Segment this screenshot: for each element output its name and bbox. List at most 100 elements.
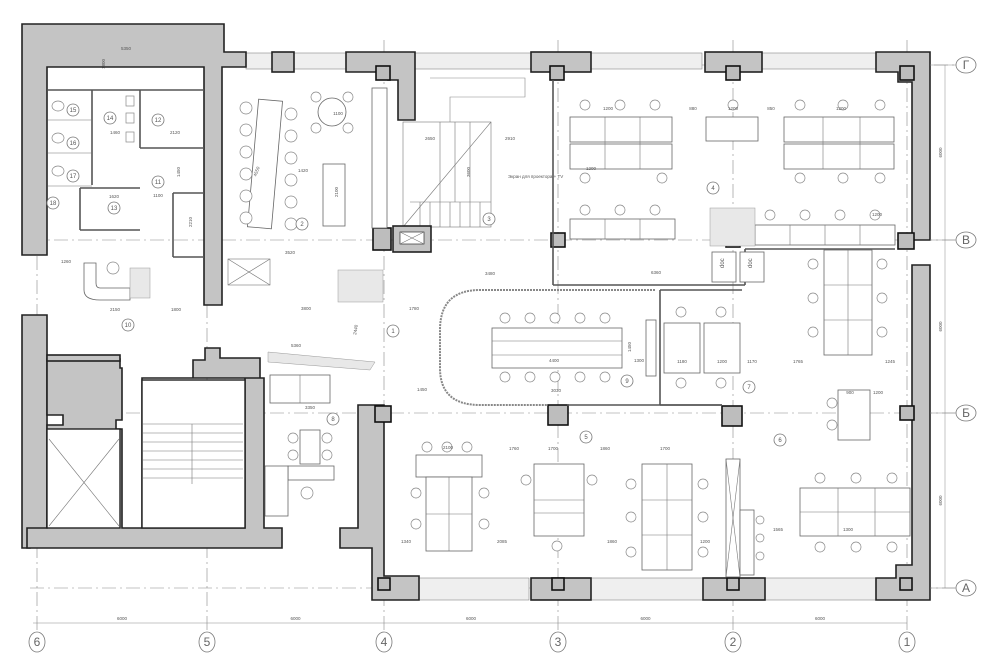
dimension-label: 1200 [873, 390, 884, 395]
dimension-label: 2210 [188, 216, 193, 227]
restrooms [48, 95, 135, 187]
axis-marker-2: 2 [724, 631, 742, 653]
room-8-furniture [264, 351, 376, 517]
walls [21, 23, 931, 601]
room-number: 8 [331, 417, 335, 423]
doc-cabinets: doc doc Экран для проектора + TV [508, 174, 754, 268]
dimension-label: 1760 [509, 446, 520, 451]
conference-table [491, 312, 657, 383]
axis-marker-5: 5 [198, 631, 216, 653]
axis-marker-А: А [930, 579, 977, 597]
axis-marker-В: В [930, 231, 977, 249]
axis-spacing-label: 6000 [938, 321, 943, 332]
dimension-label: 1300 [634, 358, 645, 363]
room-number: 3 [487, 217, 491, 223]
reception-desk [83, 261, 151, 301]
room-number: 10 [125, 323, 132, 329]
axis-label: 4 [381, 635, 388, 649]
room-number: 11 [155, 180, 162, 186]
dimension-label: 1450 [176, 166, 181, 177]
axis-label: 3 [555, 635, 562, 649]
dimension-label: 1700 [548, 446, 559, 451]
room-number: 13 [111, 206, 118, 212]
conference-room-outline [439, 289, 655, 406]
dimension-label: 1800 [171, 307, 182, 312]
axis-marker-Б: Б [930, 404, 977, 422]
dimension-label: 3480 [485, 271, 496, 276]
dimension-label: 1450 [417, 387, 428, 392]
dimension-label: 2085 [497, 539, 508, 544]
dimension-label: 2150 [110, 307, 121, 312]
dimension-label: 1420 [298, 168, 309, 173]
room-7-desks [663, 306, 741, 389]
columns [372, 65, 915, 591]
dimension-label: 1200 [603, 106, 614, 111]
doc-label-1: doc [720, 258, 726, 268]
dimension-label: 1200 [586, 166, 597, 171]
internal-staircase [392, 77, 526, 253]
axis-marker-3: 3 [549, 631, 567, 653]
dimension-label: 1450 [627, 341, 632, 352]
dimension-label: 1200 [717, 359, 728, 364]
dimension-label: 1245 [885, 359, 896, 364]
room-bubble: 10 [121, 318, 135, 332]
dimension-label: 1620 [109, 194, 120, 199]
dimension-label: 1260 [61, 259, 72, 264]
room-bubble: 12 [151, 113, 165, 127]
room-bubble: 6 [773, 433, 787, 447]
dimension-label: 1170 [747, 359, 757, 364]
room-number: 7 [747, 385, 751, 391]
dimension-label: 880 [689, 106, 697, 111]
axis-label: 2 [730, 635, 737, 649]
dimension-label: 3600 [466, 166, 471, 177]
dimension-label: 1180 [677, 359, 687, 364]
room-bubble: 8 [326, 412, 340, 426]
room-number: 18 [50, 201, 57, 207]
screen-note: Экран для проектора + TV [508, 174, 563, 179]
axis-spacing-label: 6000 [938, 147, 943, 158]
dimension-label: 1200 [836, 106, 847, 111]
room-number: 12 [155, 118, 162, 124]
dimension-label: 4400 [549, 358, 560, 363]
room-bubble: 9 [620, 374, 634, 388]
dimension-label: 6360 [651, 270, 662, 275]
room-bubble: 15 [66, 103, 80, 117]
axis-spacing-label: 6000 [938, 495, 943, 506]
room-bubble: 11 [151, 175, 165, 189]
room-number: 5 [584, 435, 588, 441]
dimension-label: 2100 [443, 445, 454, 450]
dimension-label: 2440 [352, 324, 359, 335]
room-number: 1 [391, 329, 395, 335]
room-bubble: 16 [66, 136, 80, 150]
room-bubble: 2 [295, 217, 309, 231]
dimension-label: 1100 [153, 193, 163, 198]
room-bubble: 14 [103, 111, 117, 125]
dimension-label: 4550 [253, 165, 261, 177]
dimension-label: 2910 [505, 136, 516, 141]
axis-marker-4: 4 [375, 631, 393, 653]
axis-spacing-label: 6000 [117, 616, 128, 621]
dimension-label: 850 [767, 106, 775, 111]
axis-label: В [962, 233, 970, 247]
dimension-label: 3800 [301, 306, 312, 311]
dimension-label: 1765 [793, 359, 804, 364]
room-bubble: 1 [386, 324, 400, 338]
partitions [48, 80, 895, 406]
room-number: 16 [70, 141, 77, 147]
dimension-label: 1800 [101, 58, 106, 69]
dimension-label: 1860 [600, 446, 611, 451]
dimension-label: 1700 [660, 446, 671, 451]
doc-label-2: doc [748, 258, 754, 268]
axis-spacing-label: 6000 [290, 616, 301, 621]
room-number: 2 [300, 222, 304, 228]
room-5-workstations [410, 441, 709, 571]
dimension-label: 1780 [409, 306, 420, 311]
dimension-label: 2650 [425, 136, 436, 141]
axis-label: 5 [204, 635, 211, 649]
room-bubble: 5 [579, 430, 593, 444]
room-number: 6 [778, 438, 782, 444]
